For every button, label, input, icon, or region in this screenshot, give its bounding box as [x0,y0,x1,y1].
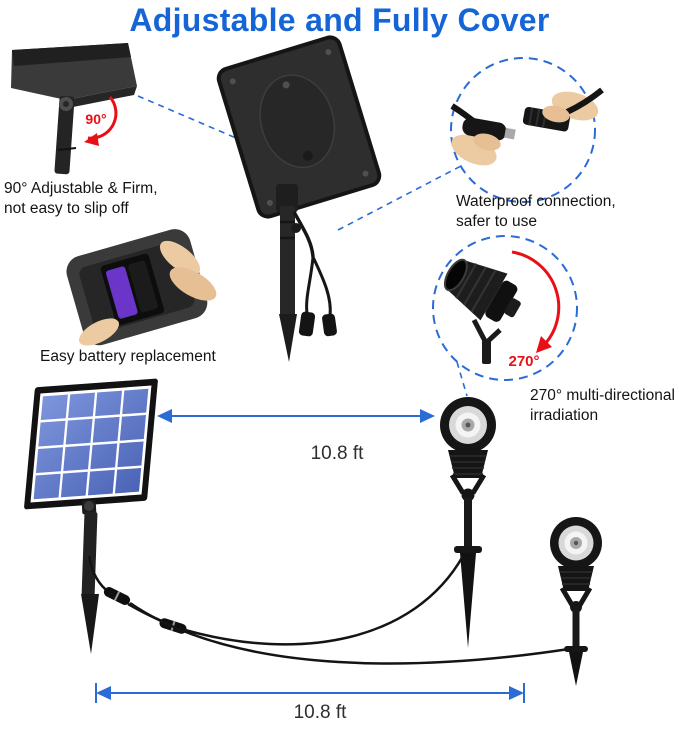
caption-adjustable-line2: not easy to slip off [4,200,129,218]
adjustable-mount-illustration: 90° [11,43,137,175]
spotlight-1 [440,397,496,648]
solar-panel-back-illustration [216,35,382,362]
measurement-label-bottom: 10.8 ft [293,702,347,723]
angle-90-label: 90° [85,111,106,127]
inline-connector-1 [103,587,131,605]
spotlight-2 [550,517,602,686]
distance-arrow-bottom [95,683,525,703]
distance-arrow-top [157,409,435,423]
cable-to-spotlight-2 [129,601,570,665]
caption-adjustable: 90° Adjustable & Firm, not easy to slip … [4,179,158,220]
caption-irradiation: 270° multi-directional irradiation [530,386,675,427]
leader-adjustable [137,95,237,139]
cable-to-spotlight-1 [184,555,465,646]
caption-adjustable-line1: 90° Adjustable & Firm, [4,180,158,197]
caption-waterproof-line1: Waterproof connection, [456,193,616,210]
caption-waterproof-line2: safer to use [456,213,537,231]
battery-replacement-illustration [66,229,217,346]
caption-waterproof: Waterproof connection, safer to use [456,192,616,233]
leader-waterproof [337,165,462,231]
solar-panel-front [24,378,158,654]
spotlight-head-closeup [443,258,521,322]
angle-270-label: 270° [508,353,539,370]
measurement-label-top: 10.8 ft [310,443,364,464]
caption-irradiation-line2: irradiation [530,407,599,425]
leader-irradiation [456,361,468,397]
callout-leader-lines [137,95,468,397]
caption-battery: Easy battery replacement [40,347,216,367]
cables-and-connectors [87,555,570,665]
irradiation-illustration: 270° [432,235,578,381]
caption-battery-label: Easy battery replacement [40,348,216,365]
connector-male [462,117,516,141]
waterproof-connection-illustration [450,57,604,203]
caption-irradiation-line1: 270° multi-directional [530,387,675,404]
page-title: Adjustable and Fully Cover [129,2,550,38]
